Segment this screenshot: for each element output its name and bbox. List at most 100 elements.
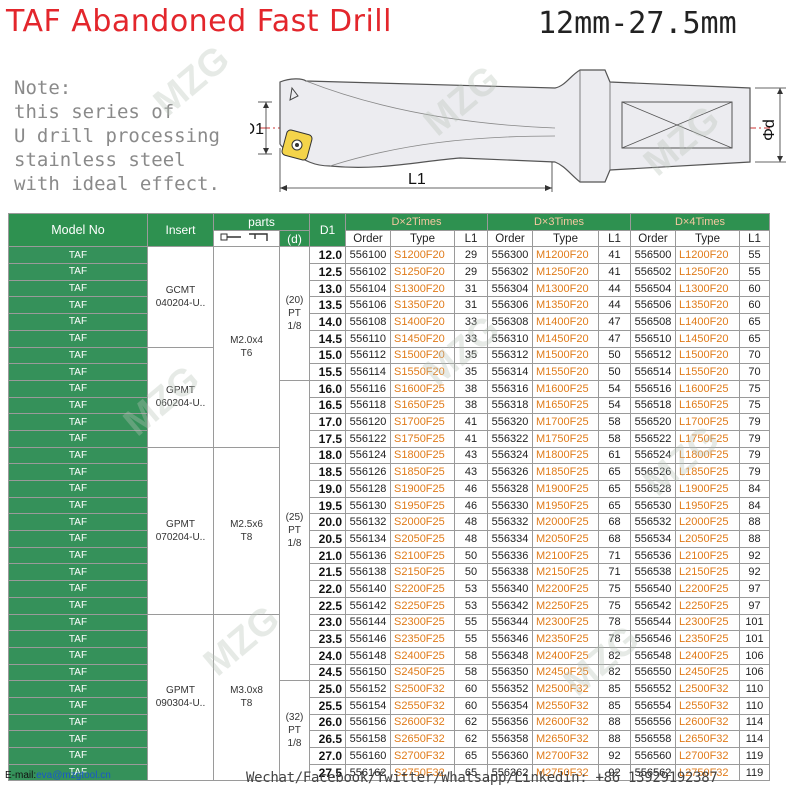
- l1-cell: 54: [598, 396, 631, 415]
- model-cell: TAF: [8, 563, 148, 582]
- d1-cell: 22.0: [309, 580, 346, 598]
- type-cell: S1450F20: [390, 329, 455, 348]
- type-cell: M1400F20: [532, 313, 599, 331]
- order-cell: 556350: [487, 663, 533, 682]
- type-cell: L1200F20: [675, 246, 740, 265]
- page-header: TAF Abandoned Fast Drill 12mm-27.5mm Not…: [0, 0, 800, 210]
- type-cell: M2250F25: [532, 596, 599, 615]
- d1-cell: 15.5: [309, 363, 346, 381]
- email-link[interactable]: eva@mzgtool.cn: [36, 770, 111, 781]
- order-cell: 556506: [630, 296, 676, 315]
- d1-cell: 12.0: [309, 246, 346, 265]
- order-cell: 556124: [345, 446, 391, 465]
- l1-cell: 43: [454, 463, 488, 481]
- l1-cell: 55: [739, 263, 770, 281]
- type-cell: S1400F20: [390, 313, 455, 331]
- order-cell: 556556: [630, 713, 676, 732]
- order-cell: 556312: [487, 346, 533, 365]
- type-cell: M1750F25: [532, 429, 599, 448]
- type-cell: S2000F25: [390, 513, 455, 532]
- order-cell: 556128: [345, 480, 391, 498]
- type-cell: S2550F32: [390, 696, 455, 715]
- order-cell: 556100: [345, 246, 391, 265]
- l1-cell: 82: [598, 646, 631, 665]
- d1-cell: 19.5: [309, 496, 346, 515]
- l1-cell: 38: [454, 396, 488, 415]
- order-cell: 556514: [630, 363, 676, 381]
- type-cell: L2050F25: [675, 530, 740, 548]
- type-cell: M1950F25: [532, 496, 599, 515]
- l1-cell: 71: [598, 546, 631, 565]
- type-cell: L1400F20: [675, 313, 740, 331]
- type-cell: M2550F32: [532, 696, 599, 715]
- type-cell: L1350F20: [675, 296, 740, 315]
- order-cell: 556500: [630, 246, 676, 265]
- order-cell: 556346: [487, 630, 533, 648]
- order-cell: 556108: [345, 313, 391, 331]
- l1-cell: 60: [739, 296, 770, 315]
- order-cell: 556118: [345, 396, 391, 415]
- l1-cell: 78: [598, 630, 631, 648]
- type-cell: L2100F25: [675, 546, 740, 565]
- d1-cell: 21.5: [309, 563, 346, 582]
- l1-cell: 70: [739, 346, 770, 365]
- l1-cell: 110: [739, 696, 770, 715]
- type-cell: M1250F20: [532, 263, 599, 281]
- order-cell: 556352: [487, 680, 533, 698]
- type-cell: L2400F25: [675, 646, 740, 665]
- order-cell: 556510: [630, 329, 676, 348]
- type-cell: L2300F25: [675, 613, 740, 632]
- l1-cell: 119: [739, 747, 770, 765]
- screw-wrench-icon: [220, 233, 268, 242]
- d-cell: (20) PT 1/8: [279, 246, 310, 381]
- d1-cell: 25.0: [309, 680, 346, 698]
- l1-cell: 60: [739, 279, 770, 298]
- model-cell: TAF: [8, 696, 148, 715]
- model-cell: TAF: [8, 363, 148, 381]
- type-cell: L2650F32: [675, 730, 740, 748]
- note-line: stainless steel: [14, 149, 186, 171]
- type-cell: M2150F25: [532, 563, 599, 582]
- model-cell: TAF: [8, 463, 148, 481]
- type-cell: S1200F20: [390, 246, 455, 265]
- l1-cell: 62: [454, 713, 488, 732]
- l1-cell: 31: [454, 279, 488, 298]
- model-cell: TAF: [8, 596, 148, 615]
- order-cell: 556532: [630, 513, 676, 532]
- l1-cell: 35: [454, 363, 488, 381]
- d1-cell: 18.0: [309, 446, 346, 465]
- type-cell: S2300F25: [390, 613, 455, 632]
- l1-cell: 46: [454, 496, 488, 515]
- l1-cell: 78: [598, 613, 631, 632]
- l1-cell: 68: [598, 530, 631, 548]
- insert-cell: GPMT 090304-U..: [147, 613, 214, 782]
- d1-cell: 26.0: [309, 713, 346, 732]
- type-cell: M2750F32: [532, 763, 599, 782]
- type-cell: L1850F25: [675, 463, 740, 481]
- type-cell: L1600F25: [675, 379, 740, 398]
- l1-cell: 79: [739, 463, 770, 481]
- order-cell: 556142: [345, 596, 391, 615]
- type-cell: M1850F25: [532, 463, 599, 481]
- type-cell: S2350F25: [390, 630, 455, 648]
- model-cell: TAF: [8, 446, 148, 465]
- order-cell: 556144: [345, 613, 391, 632]
- parts-icons: [213, 229, 280, 248]
- d1-cell: 22.5: [309, 596, 346, 615]
- order-cell: 556136: [345, 546, 391, 565]
- note-line: with ideal effect.: [14, 173, 220, 195]
- screw-cell: M3.0x8 T8: [213, 613, 280, 782]
- type-cell: L1750F25: [675, 429, 740, 448]
- model-cell: TAF: [8, 546, 148, 565]
- l1-cell: 47: [598, 313, 631, 331]
- type-cell: M2300F25: [532, 613, 599, 632]
- order-cell: 556324: [487, 446, 533, 465]
- l1-cell: 88: [598, 713, 631, 732]
- type-cell: L1650F25: [675, 396, 740, 415]
- l1-cell: 82: [598, 663, 631, 682]
- drill-drawing: D1 L1 Φd: [250, 69, 786, 192]
